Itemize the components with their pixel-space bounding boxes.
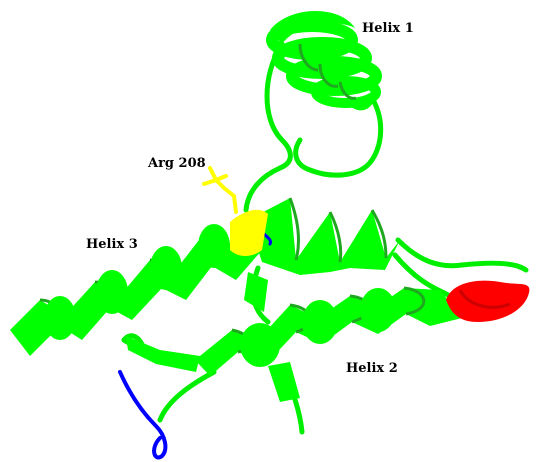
loop-right-of-helix1 — [296, 98, 381, 175]
loop-to-red-segment — [398, 240, 526, 270]
helix-2-label: Helix 2 — [346, 361, 398, 376]
loop-bottom-left — [160, 372, 214, 420]
arg-208-label: Arg 208 — [147, 156, 206, 171]
red-segment — [446, 281, 529, 322]
helix-3-label: Helix 3 — [86, 237, 138, 252]
central-helix-ribbon — [248, 198, 400, 275]
helix-1-label: Helix 1 — [362, 21, 414, 36]
helix-1-ribbon — [270, 11, 376, 107]
helix-2-ribbon — [195, 288, 462, 376]
